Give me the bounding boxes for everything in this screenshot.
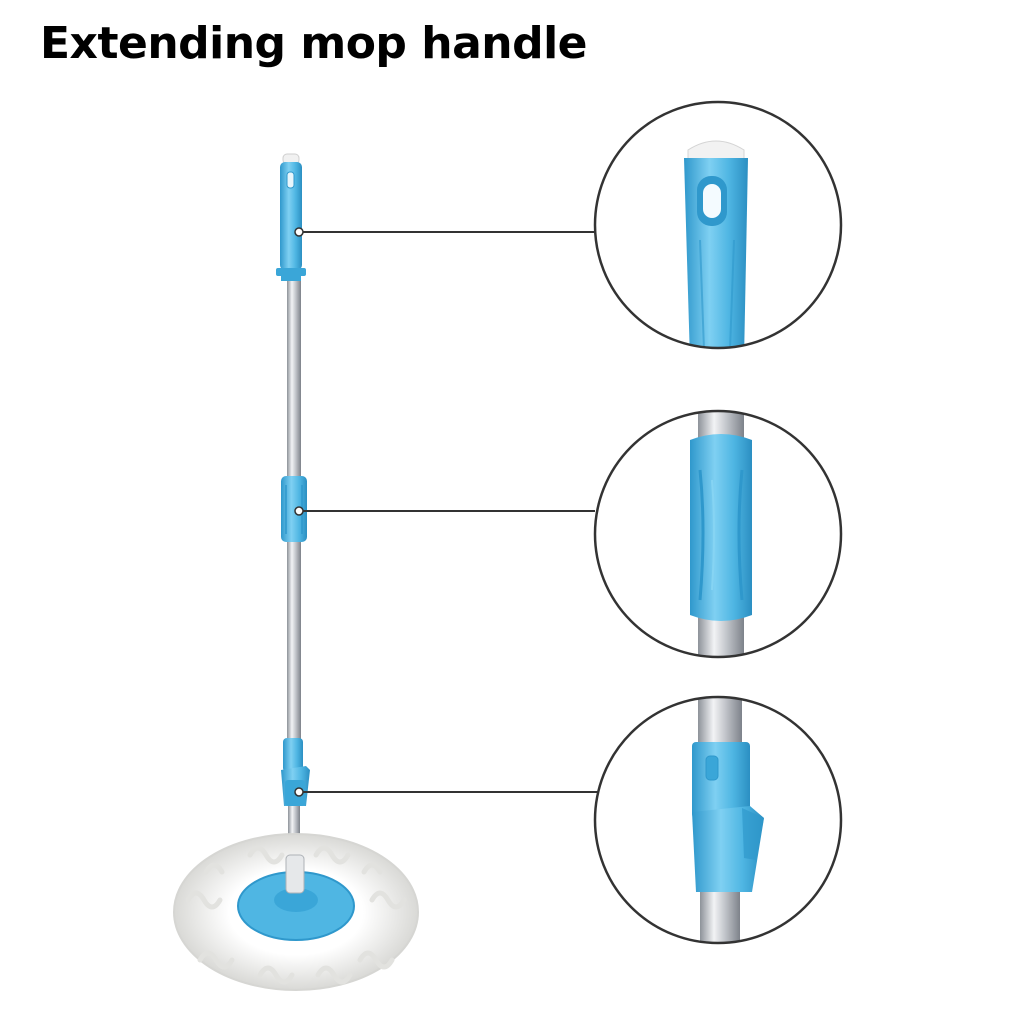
pole-middle-segment — [287, 540, 301, 740]
bottom-clip — [281, 738, 310, 806]
callout-top-handle-cap — [593, 100, 843, 350]
mop-head — [173, 833, 419, 991]
mop — [173, 153, 419, 991]
top-handle — [276, 153, 306, 281]
marker-dot-middle — [294, 506, 304, 516]
marker-dot-top — [294, 227, 304, 237]
leader-lines — [299, 231, 598, 793]
marker-dot-bottom — [294, 787, 304, 797]
callout-bottom-clip — [593, 695, 843, 945]
pole-upper-segment — [287, 278, 301, 478]
page-title: Extending mop handle — [40, 18, 588, 69]
callout-middle-joint — [593, 409, 843, 659]
